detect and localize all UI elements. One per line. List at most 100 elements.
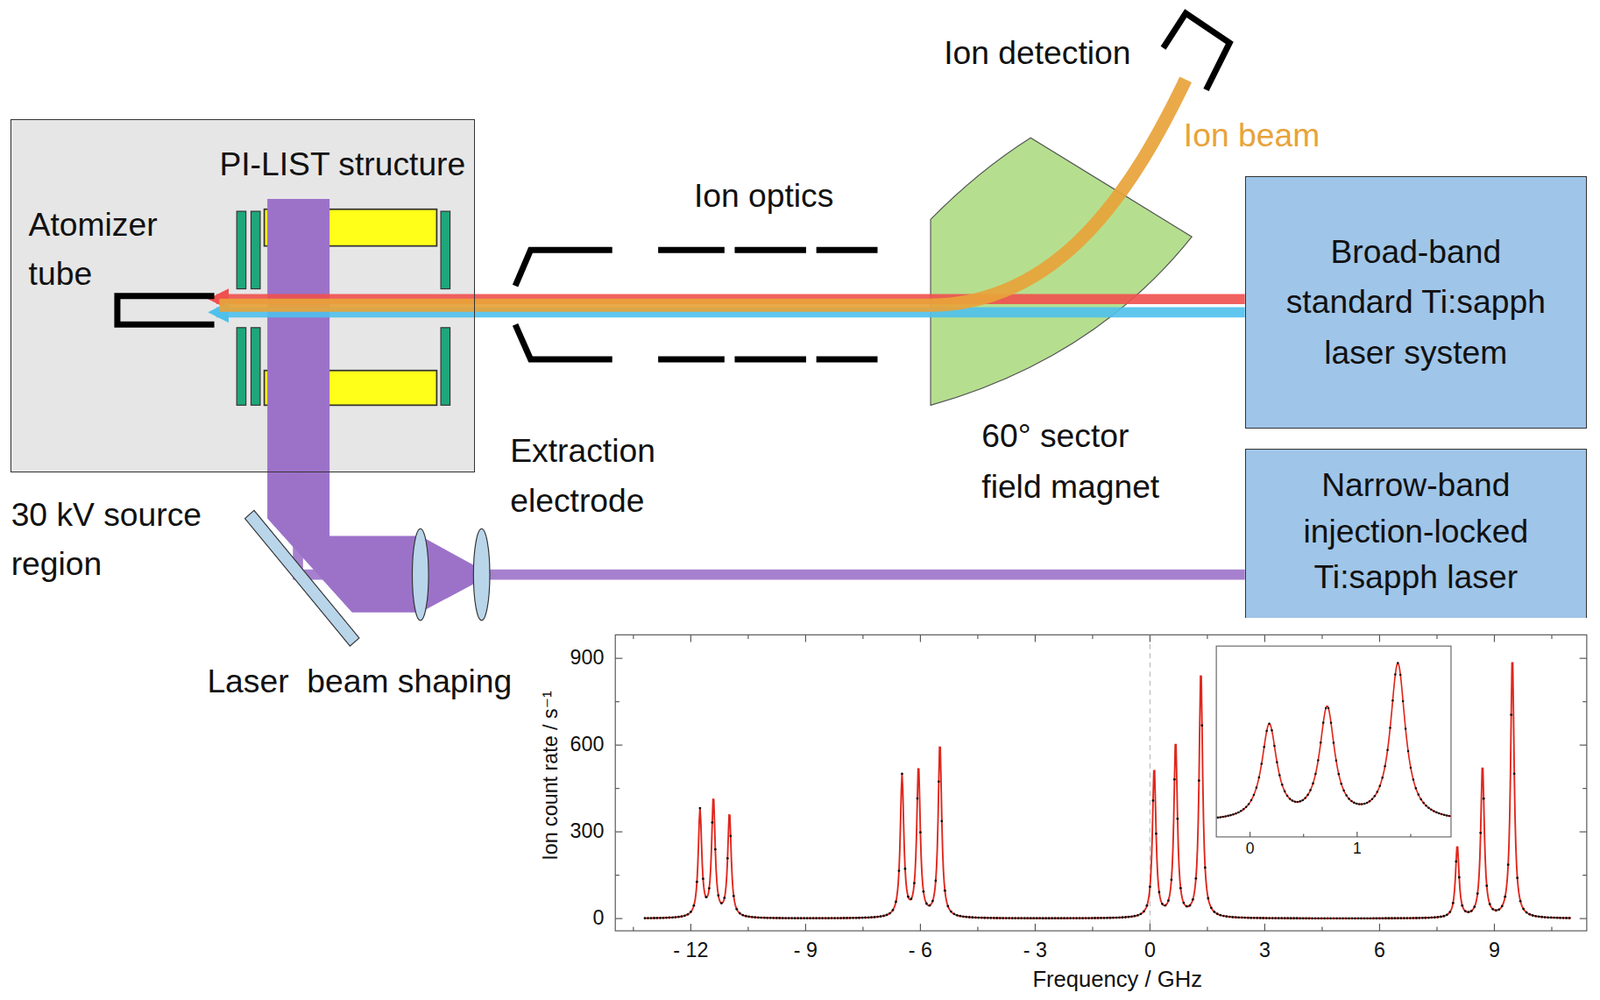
data-point — [1391, 699, 1395, 702]
data-point — [1369, 916, 1373, 920]
data-point — [698, 807, 701, 810]
x-tick — [1493, 634, 1495, 642]
data-point — [1253, 916, 1256, 920]
data-point — [1237, 811, 1240, 815]
data-point — [1401, 700, 1405, 703]
data-point — [992, 916, 996, 920]
data-point — [1265, 729, 1268, 733]
data-point — [1087, 916, 1091, 920]
data-point — [1267, 916, 1271, 920]
y-tick — [1582, 874, 1587, 876]
x-tick — [690, 634, 692, 642]
data-point — [1311, 782, 1315, 786]
data-point — [1222, 914, 1225, 918]
x-tick — [862, 926, 864, 931]
data-point — [1407, 750, 1410, 753]
part-label: Atomizer tube — [28, 200, 172, 299]
x-tick — [1436, 926, 1438, 931]
data-point — [1224, 914, 1228, 918]
data-point — [839, 916, 843, 920]
data-point — [1546, 915, 1550, 919]
x-tick — [1206, 926, 1208, 931]
data-point — [1237, 915, 1240, 919]
data-point — [668, 916, 672, 920]
data-point — [1552, 916, 1556, 920]
repeller-plate — [250, 327, 260, 406]
data-point — [784, 916, 787, 920]
data-point — [656, 916, 659, 920]
repeller-plate — [236, 327, 246, 406]
data-point — [1283, 790, 1287, 793]
data-point — [1246, 916, 1250, 920]
data-point — [1261, 916, 1265, 920]
data-point — [1226, 814, 1230, 818]
data-point — [1283, 916, 1287, 920]
data-point — [955, 913, 959, 917]
data-point — [1415, 786, 1418, 790]
data-point — [671, 915, 674, 919]
data-point — [1322, 721, 1325, 724]
data-point — [800, 916, 803, 920]
data-point — [763, 916, 766, 920]
data-point — [1435, 811, 1438, 815]
data-point — [735, 907, 738, 911]
data-point — [1191, 898, 1195, 901]
data-point — [927, 904, 931, 907]
data-point — [1206, 897, 1210, 900]
data-point — [922, 890, 926, 893]
data-point — [1454, 860, 1458, 864]
inset-tick — [1249, 831, 1251, 837]
data-point — [1005, 916, 1008, 920]
data-point — [1421, 916, 1424, 920]
data-point — [686, 913, 690, 916]
data-point — [1167, 899, 1170, 902]
y-tick — [1579, 831, 1587, 833]
data-point — [1351, 916, 1354, 920]
data-point — [775, 916, 779, 920]
data-point — [952, 912, 956, 915]
data-point — [1023, 916, 1027, 920]
data-point — [1075, 916, 1078, 920]
data-point — [1011, 916, 1014, 920]
data-point — [1041, 916, 1045, 920]
data-point — [949, 910, 953, 914]
data-point — [808, 916, 812, 920]
data-point — [1519, 899, 1523, 903]
data-point — [1301, 799, 1304, 802]
data-point — [1400, 916, 1403, 920]
inset-points — [1217, 661, 1452, 819]
data-point — [940, 819, 943, 822]
data-point — [1531, 913, 1535, 917]
data-point — [989, 916, 992, 920]
x-tick — [1264, 923, 1266, 931]
data-point — [1324, 707, 1328, 710]
data-point — [1360, 802, 1364, 806]
data-point — [720, 901, 723, 905]
part-label: Ion optics — [693, 176, 834, 216]
data-point — [1476, 892, 1480, 895]
data-point — [1133, 914, 1137, 918]
data-point — [1427, 916, 1431, 920]
data-point — [842, 916, 846, 920]
data-point — [1319, 741, 1323, 744]
data-point — [1115, 916, 1119, 920]
data-point — [1158, 891, 1162, 894]
data-point — [1422, 801, 1425, 805]
data-point — [683, 913, 687, 917]
data-point — [1200, 723, 1204, 727]
data-point — [1417, 916, 1421, 920]
beam-label: Ion beam — [1183, 115, 1320, 156]
data-point — [1363, 916, 1367, 920]
data-point — [1194, 877, 1197, 880]
data-point — [1169, 877, 1173, 881]
data-point — [1035, 916, 1039, 920]
data-point — [1029, 916, 1033, 920]
data-point — [1188, 904, 1191, 907]
data-point — [863, 916, 867, 920]
data-point — [1243, 916, 1247, 920]
data-point — [1260, 762, 1263, 765]
box-label: Broad-band standard Ti:sapph laser syste… — [1282, 226, 1550, 379]
data-point — [707, 886, 711, 890]
data-point — [1306, 793, 1310, 797]
